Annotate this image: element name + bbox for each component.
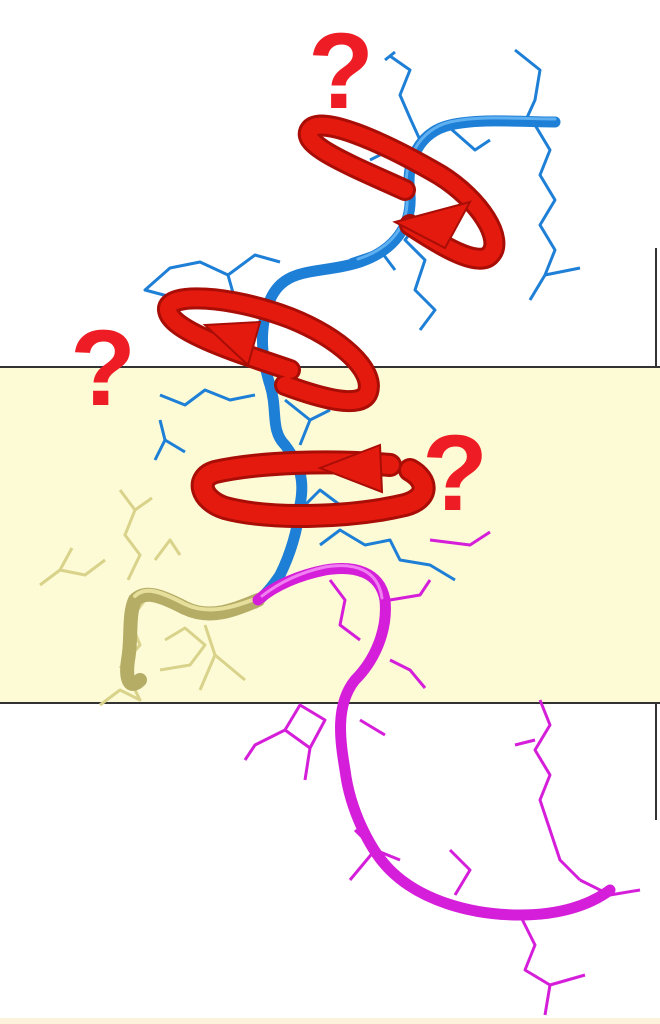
rotation-arrow-lower: [190, 443, 436, 528]
membrane-slab: [0, 367, 660, 703]
rotation-arrow-middle: [157, 287, 380, 413]
yellow-backbone-ribbon: [120, 587, 265, 691]
blue-side-chains: [143, 48, 581, 582]
bottom-strip: [0, 1018, 660, 1024]
magenta-backbone-ribbon: [252, 563, 616, 921]
yellow-backbone-highlight: [133, 588, 260, 612]
question-mark-icon-top: ?: [308, 10, 374, 131]
rotation-arrow-upper: [298, 114, 506, 270]
question-mark-icon-right: ?: [422, 412, 488, 533]
question-mark-icon-left: ?: [70, 307, 136, 428]
magenta-backbone-highlight: [260, 564, 384, 600]
blue-backbone-highlight: [356, 116, 557, 261]
